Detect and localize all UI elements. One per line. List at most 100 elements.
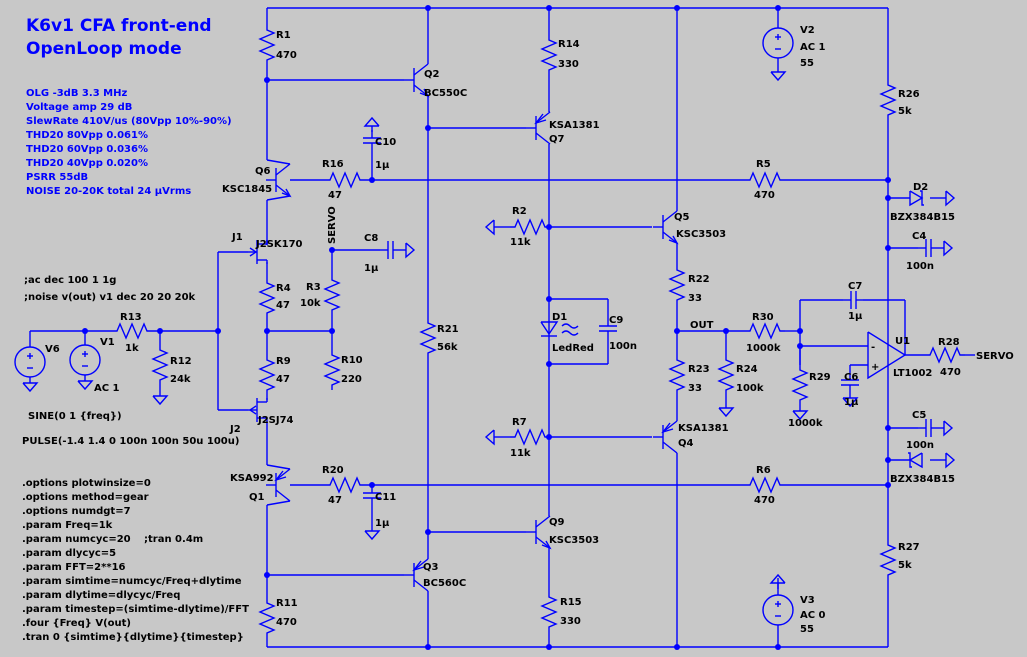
result-line: SlewRate 410V/us (80Vpp 10%-90%): [26, 116, 232, 127]
directive-line: .param Freq=1k: [22, 520, 113, 531]
svg-text:J2: J2: [229, 424, 241, 435]
svg-text:KSC3503: KSC3503: [549, 535, 599, 546]
svg-text:LedRed: LedRed: [552, 343, 594, 354]
svg-text:Q1: Q1: [249, 492, 265, 503]
svg-text:1µ: 1µ: [375, 160, 390, 171]
svg-text:BC560C: BC560C: [423, 578, 466, 589]
svg-text:Q6: Q6: [255, 166, 271, 177]
svg-text:LT1002: LT1002: [893, 368, 932, 379]
junctions: [82, 5, 891, 650]
svg-text:R10: R10: [341, 355, 363, 366]
svg-text:R27: R27: [898, 542, 920, 553]
results-block: OLG -3dB 3.3 MHz Voltage amp 29 dB SlewR…: [26, 88, 232, 197]
svg-text:R6: R6: [756, 465, 771, 476]
svg-text:100n: 100n: [609, 341, 637, 352]
svg-text:C10: C10: [375, 137, 396, 148]
svg-text:KSC1845: KSC1845: [222, 184, 272, 195]
noise-directive: ;noise v(out) v1 dec 20 20 20k: [24, 292, 196, 303]
svg-text:Q9: Q9: [549, 517, 565, 528]
spice-directives: .options plotwinsize=0 .options method=g…: [22, 478, 249, 643]
svg-text:11k: 11k: [510, 237, 531, 248]
svg-text:1µ: 1µ: [375, 518, 390, 529]
svg-text:56k: 56k: [437, 342, 458, 353]
svg-text:1µ: 1µ: [848, 311, 863, 322]
capacitor-c7: C7 1µ: [842, 281, 864, 322]
svg-text:BZX384B15: BZX384B15: [890, 212, 955, 223]
svg-text:470: 470: [276, 617, 297, 628]
resistor-r6: R6 470: [744, 465, 786, 506]
svg-text:R21: R21: [437, 324, 459, 335]
directive-line: .param simtime=numcyc/Freq+dlytime: [22, 576, 242, 587]
led-d1: D1 LedRed: [540, 312, 594, 354]
voltage-source-v6: V6: [14, 344, 60, 392]
directive-line: .param timestep=(simtime-dlytime)/FFT: [22, 604, 249, 615]
svg-text:C6: C6: [844, 372, 858, 383]
net-label-out: OUT: [690, 320, 714, 331]
svg-text:55: 55: [800, 58, 814, 69]
svg-text:R24: R24: [736, 364, 758, 375]
svg-text:47: 47: [276, 374, 290, 385]
svg-text:R7: R7: [512, 417, 527, 428]
svg-text:33: 33: [688, 383, 702, 394]
result-line: THD20 80Vpp 0.061%: [26, 130, 148, 141]
directive-line: .param FFT=2**16: [22, 562, 126, 573]
zener-d3: BZX384B15: [890, 452, 955, 485]
svg-text:Q4: Q4: [678, 438, 694, 449]
svg-text:V6: V6: [45, 344, 60, 355]
v1-sine-spec: SINE(0 1 {freq}): [28, 411, 122, 422]
directive-line: .options plotwinsize=0: [22, 478, 151, 489]
directive-line: .tran 0 {simtime}{dlytime}{timestep}: [22, 632, 244, 643]
svg-text:47: 47: [328, 190, 342, 201]
svg-text:C9: C9: [609, 315, 623, 326]
svg-text:R28: R28: [938, 337, 960, 348]
svg-text:C4: C4: [912, 231, 926, 242]
svg-text:R5: R5: [756, 159, 771, 170]
svg-text:330: 330: [558, 59, 579, 70]
resistor-r21: R21 56k: [420, 317, 459, 359]
svg-text:BZX384B15: BZX384B15: [890, 474, 955, 485]
svg-text:470: 470: [276, 50, 297, 61]
svg-text:R11: R11: [276, 598, 298, 609]
zener-d2: D2 BZX384B15: [890, 182, 955, 223]
svg-text:C7: C7: [848, 281, 862, 292]
result-line: PSRR 55dB: [26, 172, 88, 183]
svg-text:1µ: 1µ: [844, 397, 859, 408]
svg-text:J1: J1: [231, 232, 243, 243]
svg-text:J2SK170: J2SK170: [255, 239, 303, 250]
svg-text:Q5: Q5: [674, 212, 690, 223]
svg-text:470: 470: [754, 495, 775, 506]
svg-text:R3: R3: [306, 282, 321, 293]
svg-text:KSA1381: KSA1381: [549, 120, 600, 131]
directive-line: .param dlytime=dlycyc/Freq: [22, 590, 180, 601]
capacitor-c6: C6 1µ: [840, 371, 860, 408]
svg-text:5k: 5k: [898, 560, 912, 571]
resistor-r11: R11 470: [259, 597, 298, 639]
svg-text:D1: D1: [552, 312, 567, 323]
svg-text:+: +: [871, 362, 879, 373]
ac-directive: ;ac dec 100 1 1g: [24, 275, 116, 286]
capacitor-c10: C10 1µ: [362, 117, 396, 171]
v6-pulse-spec: PULSE(-1.4 1.4 0 100n 100n 50u 100u): [22, 436, 239, 447]
resistor-r27: R27 5k: [880, 539, 920, 581]
